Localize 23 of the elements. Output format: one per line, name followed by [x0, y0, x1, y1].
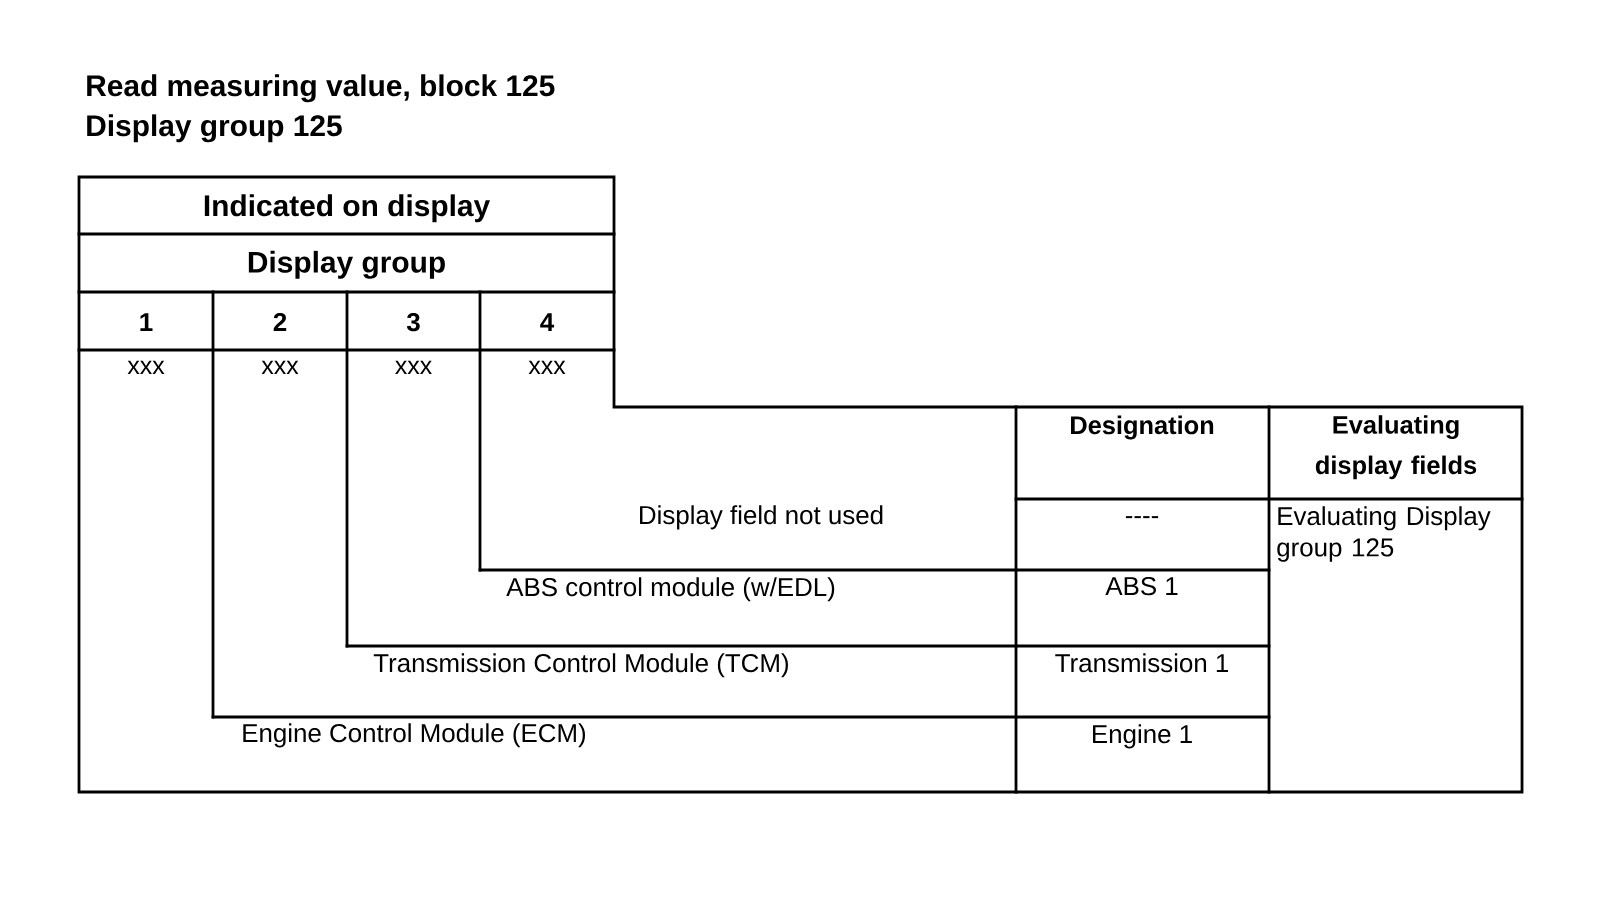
- module-name: ABS control module (w/EDL): [506, 577, 835, 602]
- designation-text: Engine 1: [1093, 724, 1192, 749]
- description-text: Evaluating Display group 125: [1277, 506, 1491, 562]
- module-name: Transmission Control Module (TCM): [373, 653, 788, 678]
- module-name: Engine Control Module (ECM): [243, 723, 586, 748]
- subtitle: Display group 125: [87, 114, 342, 143]
- header-text: Designation: [1071, 415, 1214, 440]
- header-text: Evaluating display fields: [1315, 415, 1477, 480]
- designation-text: ABS 1: [1105, 576, 1178, 596]
- header-text: Indicated on display: [204, 194, 490, 223]
- placeholder-value: xxx: [395, 360, 432, 374]
- column-number: 3: [406, 312, 420, 332]
- header-text: Display group: [248, 250, 445, 279]
- note-text: Display field not used: [640, 505, 883, 530]
- designation-text: Transmission 1: [1055, 653, 1229, 673]
- placeholder-value: xxx: [261, 360, 299, 374]
- column-number: 2: [273, 312, 287, 331]
- placeholder-value: ----: [1125, 516, 1159, 519]
- column-number: 4: [540, 313, 555, 331]
- title: Read measuring value, block 125: [87, 74, 555, 103]
- placeholder-value: xxx: [127, 360, 165, 374]
- column-number: 1: [140, 313, 153, 331]
- placeholder-value: xxx: [528, 360, 566, 374]
